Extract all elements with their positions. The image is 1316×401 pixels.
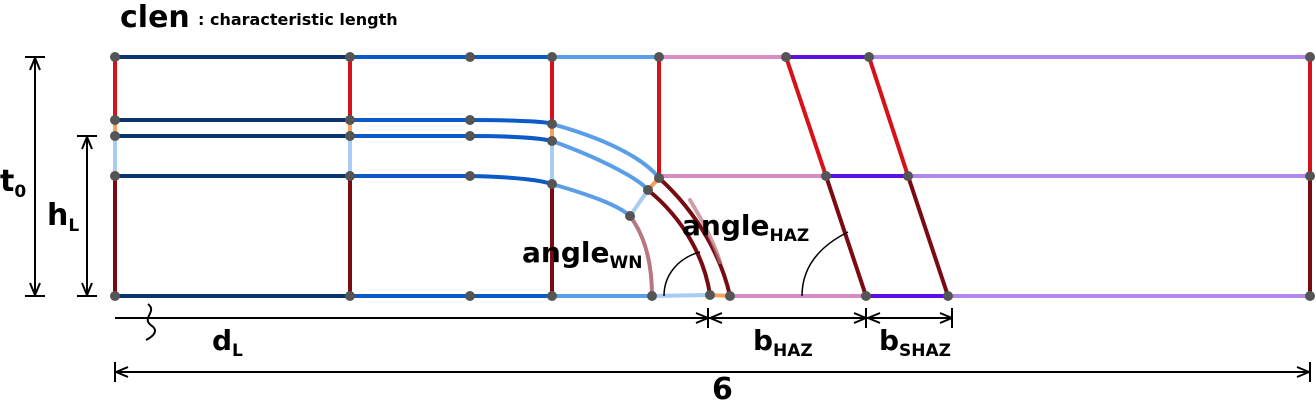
mesh-node [110, 131, 120, 141]
mesh-node [547, 291, 557, 301]
mesh-node [547, 52, 557, 62]
mesh-node [547, 136, 557, 146]
hL-label: hL [47, 198, 79, 236]
angleWN-label: angleWN [522, 236, 642, 273]
title-suffix: : characteristic length [198, 10, 398, 29]
mesh-node [654, 52, 664, 62]
mesh-node [465, 131, 475, 141]
dimensions [25, 56, 1311, 382]
t0-label: t0 [0, 164, 26, 202]
mesh-node [110, 115, 120, 125]
wn-rose-arc [628, 214, 654, 298]
mesh-node [110, 171, 120, 181]
mesh-node [903, 171, 913, 181]
mesh-node [465, 115, 475, 125]
mesh-node [547, 179, 557, 189]
mesh-node [643, 185, 653, 195]
mesh-node [943, 291, 953, 301]
bot-paleblue [650, 293, 712, 298]
mesh-node [1305, 52, 1315, 62]
horizontal-lines [113, 55, 1312, 298]
dL-label: dL [212, 324, 243, 361]
vertical-lines [113, 55, 1312, 298]
mesh-node [345, 171, 355, 181]
mid-arc [550, 182, 632, 218]
bHAZ-label: bHAZ [753, 324, 813, 361]
bSHAZ-label: bSHAZ [879, 324, 951, 361]
angle-haz-arc [801, 231, 849, 297]
total-width-label: 6 [712, 372, 733, 401]
mesh-node [110, 291, 120, 301]
mesh-node [821, 171, 831, 181]
mesh-node [654, 173, 664, 183]
l2-arc [550, 139, 650, 192]
mesh-node [781, 52, 791, 62]
l2-blue [348, 134, 554, 143]
haz-darkred-arc [657, 176, 732, 298]
mesh-node [345, 115, 355, 125]
mesh-node [725, 291, 735, 301]
mesh-node [465, 291, 475, 301]
mesh-node [465, 171, 475, 181]
dimension-labels: t0 hL dL bHAZ bSHAZ angleWN angleHAZ 6 [0, 164, 951, 401]
mesh-node [864, 52, 874, 62]
mesh-node [1305, 291, 1315, 301]
title-main: clen [120, 0, 190, 35]
angle-wn-arc [663, 251, 701, 297]
mesh-nodes [110, 52, 1315, 301]
mesh-node [345, 291, 355, 301]
l1-arc [550, 122, 661, 180]
l1-blue [348, 118, 554, 126]
mesh-node [625, 211, 635, 221]
mesh-node [861, 291, 871, 301]
wn-paleblue-seg [628, 188, 650, 218]
angleHAZ-label: angleHAZ [682, 209, 809, 246]
mesh-node [345, 131, 355, 141]
mesh-node [465, 52, 475, 62]
mesh-node [110, 52, 120, 62]
mesh-node [1305, 171, 1315, 181]
wn-darkred-arc [646, 188, 712, 297]
mesh-node [547, 119, 557, 129]
haz-rose-arc [688, 198, 722, 264]
mesh-node [647, 291, 657, 301]
mesh-node [705, 290, 715, 300]
mesh-node [345, 52, 355, 62]
squiggle [145, 303, 156, 341]
mid-blue [348, 174, 554, 186]
